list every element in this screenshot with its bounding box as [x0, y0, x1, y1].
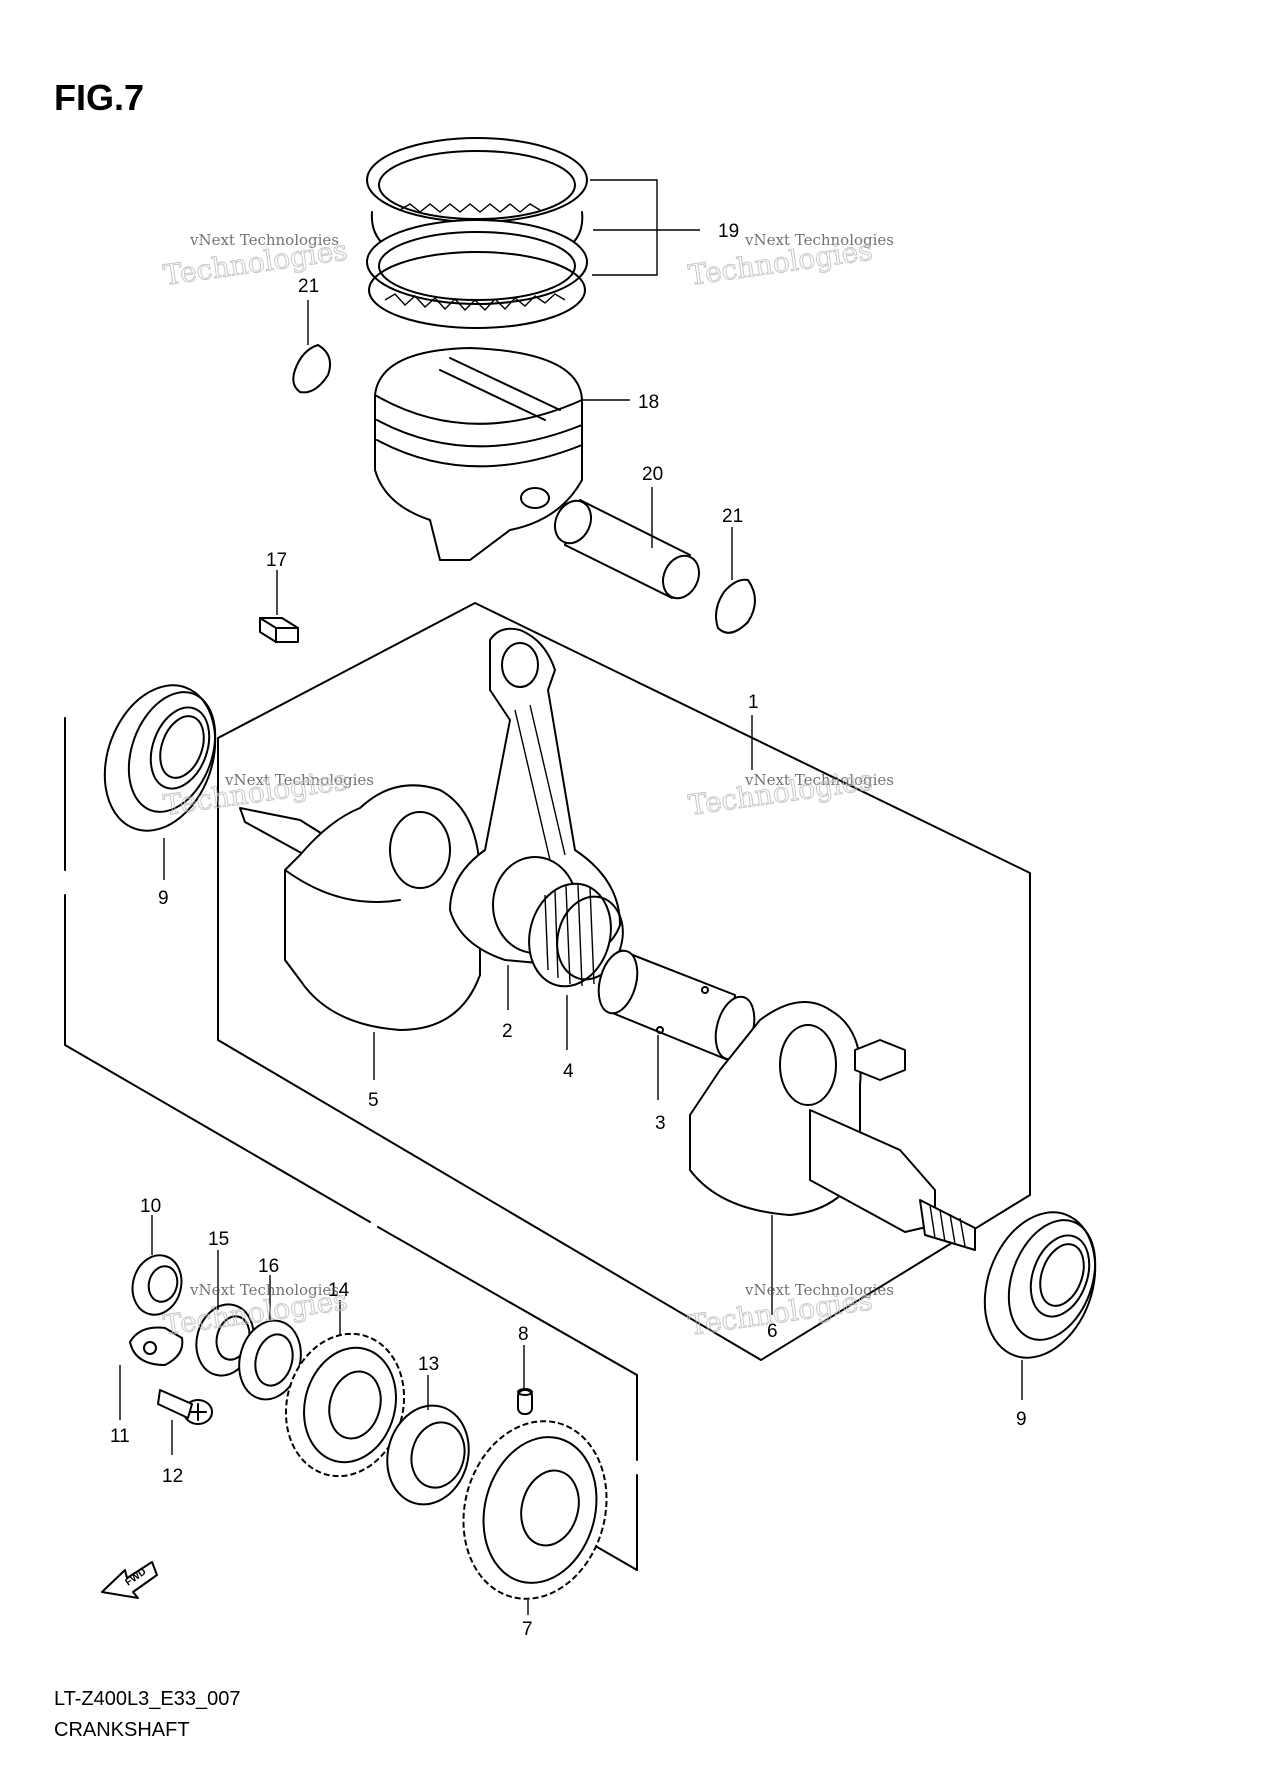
callout-9-left: 9	[158, 888, 169, 909]
callout-17: 17	[266, 550, 287, 571]
bearing-right	[983, 1211, 1097, 1359]
leader-lines	[119, 179, 1023, 1615]
screw-12	[157, 1389, 213, 1425]
piston	[374, 347, 583, 561]
crankshaft-assembly-outline	[217, 602, 1031, 1361]
wrist-pin	[554, 499, 700, 600]
callout-5: 5	[368, 1090, 379, 1111]
circlip-left	[292, 344, 331, 394]
callout-6: 6	[767, 1321, 778, 1342]
callout-21-right: 21	[722, 506, 743, 527]
pin-8	[517, 1388, 533, 1415]
crank-pin	[597, 949, 756, 1061]
callout-1: 1	[748, 692, 759, 713]
watermark-text: vNext Technologies	[189, 231, 339, 249]
callout-20: 20	[642, 464, 663, 485]
callout-9-right: 9	[1016, 1409, 1027, 1430]
callout-15: 15	[208, 1229, 229, 1250]
callout-2: 2	[502, 1021, 513, 1042]
callout-10: 10	[140, 1196, 161, 1217]
callout-4: 4	[563, 1061, 574, 1082]
watermark-text: vNext Technologies	[744, 1281, 894, 1299]
callout-13: 13	[418, 1354, 439, 1375]
outline-bottom-a	[64, 1044, 371, 1223]
gear-14	[284, 1332, 406, 1478]
bearing-left	[103, 684, 217, 832]
callout-21-left: 21	[298, 276, 319, 297]
callout-7: 7	[522, 1619, 533, 1640]
crank-web-right	[689, 1001, 976, 1251]
callout-11: 11	[110, 1426, 130, 1447]
diagram-code: LT-Z400L3_E33_007	[54, 1688, 240, 1710]
diagram-name: CRANKSHAFT	[54, 1719, 190, 1741]
callout-numbers: 1 2 3 4 5 6 7 8 9 9 10 11 12 13 14 15 16…	[110, 221, 1027, 1640]
watermark-text: vNext Technologies	[744, 231, 894, 249]
bearing-13	[386, 1404, 470, 1506]
gear-7	[462, 1420, 608, 1600]
piston-rings	[366, 137, 588, 329]
callout-12: 12	[162, 1466, 183, 1487]
callout-16: 16	[258, 1256, 279, 1277]
forward-arrow: FWD	[101, 1561, 158, 1599]
watermark-text: vNext Technologies	[189, 1281, 339, 1299]
watermark-text: vNext Technologies	[744, 771, 894, 789]
crank-web-left	[239, 784, 481, 1031]
figure-title: FIG.7	[54, 77, 144, 118]
retainer-plate-11	[129, 1326, 184, 1366]
callout-18: 18	[638, 392, 659, 413]
callout-14: 14	[328, 1280, 350, 1301]
circlip-right	[715, 578, 756, 634]
callout-8: 8	[518, 1324, 529, 1345]
callout-19: 19	[718, 221, 739, 242]
oil-seal-10	[131, 1254, 183, 1316]
connecting-rod	[449, 627, 621, 966]
needle-bearing	[528, 882, 624, 988]
woodruff-key	[259, 617, 299, 643]
outline-bottom-b	[377, 1226, 638, 1376]
watermark-text: vNext Technologies	[224, 771, 374, 789]
callout-3: 3	[655, 1113, 666, 1134]
